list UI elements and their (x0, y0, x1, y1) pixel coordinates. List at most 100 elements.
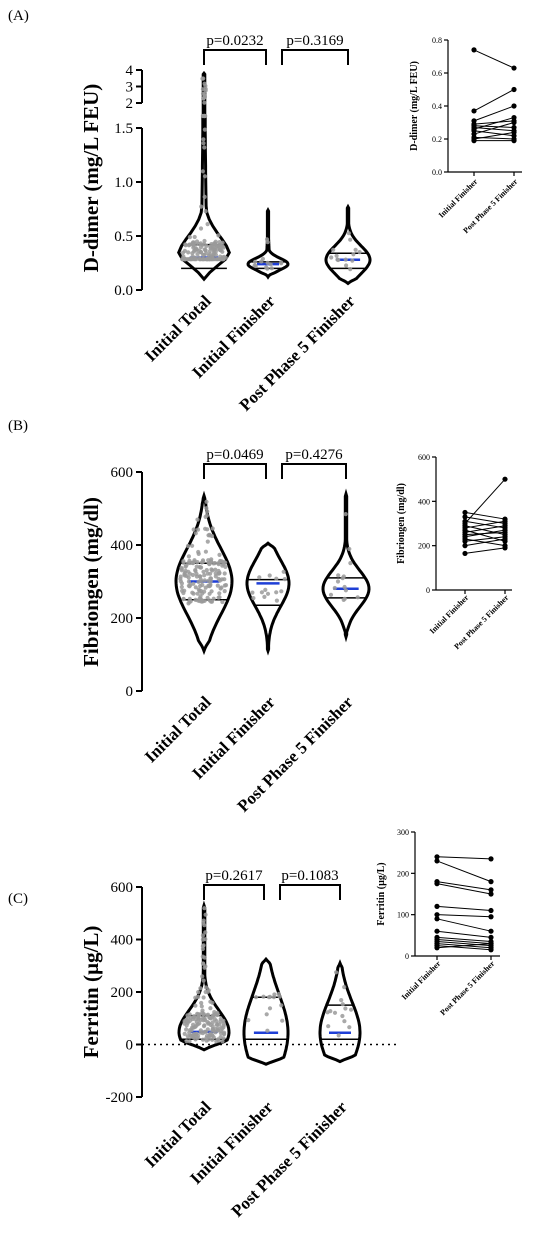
inset-point (462, 543, 468, 549)
data-point (207, 584, 212, 589)
inset-pair-line (464, 529, 506, 542)
data-point (274, 590, 279, 595)
inset-point (511, 65, 517, 71)
data-point (208, 1006, 213, 1011)
data-point (189, 257, 194, 262)
inset-pair-line (464, 511, 506, 520)
data-point (203, 1029, 209, 1034)
data-point (199, 1004, 204, 1009)
inset-point (511, 119, 517, 126)
data-point (218, 1016, 223, 1022)
data-point (209, 599, 214, 604)
data-point (343, 1006, 348, 1011)
data-point (203, 549, 208, 554)
data-point (253, 259, 258, 264)
data-point (342, 584, 347, 590)
data-point (194, 1023, 199, 1028)
inset-y-tick-label: 300 (397, 828, 409, 837)
data-point (205, 539, 210, 544)
data-point (200, 87, 205, 92)
data-point (210, 526, 215, 531)
data-point (222, 560, 227, 565)
inset-point (462, 514, 468, 520)
inset-y-tick-label: 400 (418, 497, 430, 506)
panel-label: (B) (8, 418, 28, 434)
y-tick-label: 0 (126, 684, 134, 700)
data-point (252, 263, 257, 268)
data-point (200, 1037, 205, 1042)
data-point (181, 560, 186, 565)
data-point (181, 256, 186, 261)
inset-point (488, 907, 494, 914)
p-value-label: p=0.3169 (286, 33, 343, 49)
data-point (210, 1000, 215, 1005)
inset-pair-line (473, 105, 515, 122)
data-point (339, 998, 344, 1003)
data-point (179, 565, 184, 571)
inset-point (434, 903, 440, 910)
inset-point (434, 858, 440, 864)
data-point (204, 513, 209, 518)
p-value-label: p=0.1083 (281, 868, 338, 884)
data-point (193, 568, 198, 574)
data-point (204, 985, 209, 990)
data-point (217, 552, 222, 558)
data-point (203, 930, 208, 935)
data-point (201, 1024, 207, 1029)
y-tick-label: 400 (111, 933, 134, 949)
inset-y-tick-label: 0 (405, 952, 409, 961)
data-point (342, 1019, 347, 1024)
inset-pair-line (436, 938, 492, 945)
data-point (246, 1018, 251, 1023)
inset-y-tick-label: 0.8 (432, 36, 442, 45)
inset-pair-line (436, 905, 492, 912)
data-point (210, 1024, 215, 1029)
data-point (355, 595, 360, 600)
data-point (267, 1006, 273, 1011)
y-axis-title: D-dimer (mg/L FEU) (79, 84, 103, 273)
data-point (211, 1029, 217, 1034)
data-point (199, 204, 204, 209)
inset-point (488, 856, 494, 862)
significance-bracket (279, 884, 341, 900)
data-point (184, 1039, 189, 1044)
data-point (332, 585, 337, 591)
data-point (265, 1028, 270, 1033)
inset-y-tick-label: 0.0 (432, 168, 442, 177)
data-point (204, 568, 209, 573)
data-point (201, 918, 206, 923)
data-point (216, 562, 221, 567)
inset-point (488, 947, 494, 953)
data-point (201, 943, 206, 948)
data-point (222, 571, 227, 576)
inset-point (434, 912, 440, 918)
data-point (349, 1007, 354, 1012)
data-point (182, 572, 187, 577)
significance-bracket (281, 463, 347, 479)
data-point (251, 596, 256, 601)
data-point (220, 1026, 225, 1031)
data-point (215, 1012, 220, 1017)
data-point (185, 1034, 190, 1039)
inset-y-axis-title: D-dimer (mg/L FEU) (409, 61, 420, 151)
data-point (187, 235, 192, 240)
violin-shape (177, 70, 231, 282)
inset-pair-line (436, 860, 492, 883)
inset-y-tick-label: 0.2 (432, 135, 442, 144)
inset-pair-line (473, 125, 515, 128)
inset-category-label: Initial Finisher (428, 593, 471, 636)
data-point (186, 579, 192, 584)
data-point (200, 933, 205, 938)
data-point (274, 576, 279, 581)
p-value-label: p=0.0232 (206, 33, 263, 49)
data-point (204, 251, 209, 256)
data-point (188, 582, 193, 588)
violin-shape (174, 490, 234, 656)
y-tick-label: 0 (126, 1038, 134, 1054)
panel-label: (C) (8, 891, 28, 907)
data-point (198, 241, 203, 246)
inset-point (434, 854, 440, 860)
data-point (198, 986, 203, 991)
data-point (259, 590, 264, 595)
y-tick-label: 1.0 (114, 175, 133, 191)
